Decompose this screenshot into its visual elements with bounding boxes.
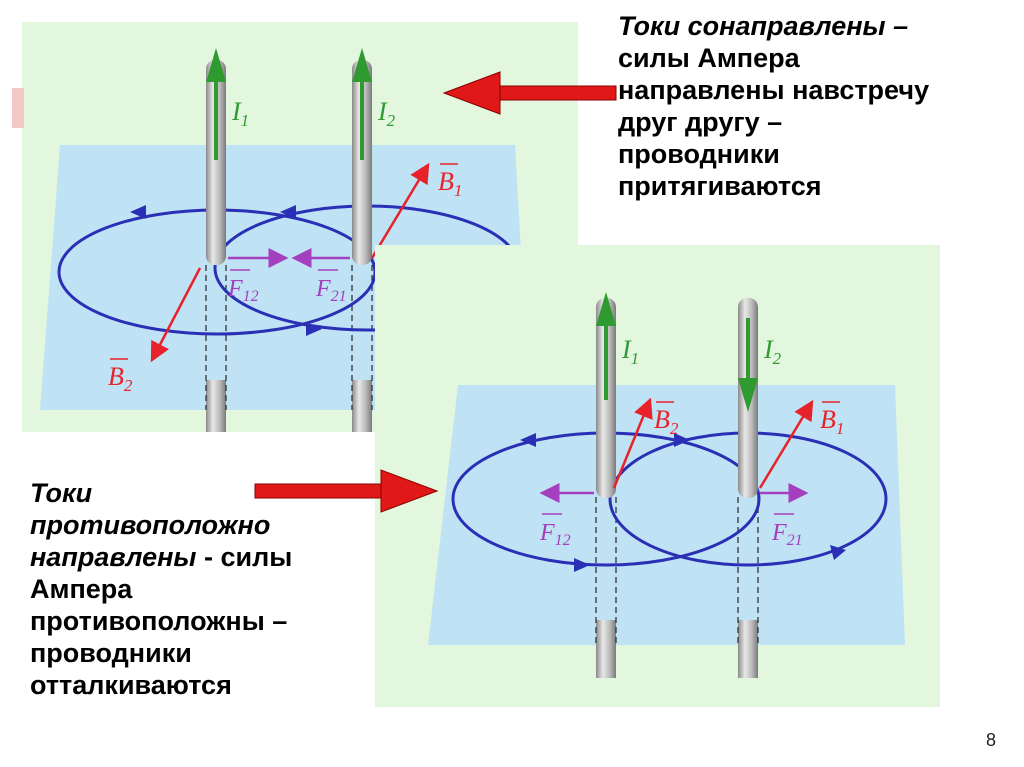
top-caption-line2: силы Ампера bbox=[618, 43, 800, 73]
top-b2-vector bbox=[150, 267, 202, 363]
bottom-label-i1: I1 bbox=[621, 335, 639, 368]
top-label-i2: I2 bbox=[377, 97, 396, 130]
top-b1-vector bbox=[370, 162, 430, 259]
bottom-dashed-lines bbox=[595, 497, 759, 645]
bottom-label-f12: F12 bbox=[539, 520, 571, 549]
bottom-loop-arrow-3 bbox=[674, 433, 690, 447]
bottom-caption-line5: противоположны – bbox=[30, 606, 288, 636]
top-current1-arrow bbox=[206, 48, 226, 82]
decor-strip bbox=[12, 88, 24, 128]
top-wire2 bbox=[352, 60, 372, 265]
top-caption-line5: проводники bbox=[618, 139, 780, 169]
bottom-b1-vector bbox=[758, 399, 814, 489]
bottom-caption-line7: отталкиваются bbox=[30, 670, 232, 700]
bottom-caption-line2: противоположно bbox=[30, 510, 271, 540]
bottom-plane bbox=[428, 385, 905, 645]
top-wire1 bbox=[206, 60, 226, 265]
bottom-caption: Токи противоположно направлены - силы Ам… bbox=[30, 477, 380, 701]
bottom-loop-arrow-2 bbox=[574, 558, 590, 572]
top-caption-line1: Токи сонаправлены – bbox=[618, 11, 909, 41]
top-caption-line4: друг другу – bbox=[618, 107, 783, 137]
bottom-wire2-lower bbox=[738, 620, 758, 678]
top-dashed-lines bbox=[205, 265, 373, 410]
top-label-f12: F12 bbox=[227, 276, 259, 305]
bottom-diagram: I1 I2 B2 B1 F12 F21 bbox=[375, 245, 940, 707]
top-loop-arrow-3 bbox=[280, 205, 296, 219]
bottom-current2-arrow bbox=[738, 378, 758, 412]
pointer-arrow-top bbox=[442, 71, 617, 115]
top-label-f21: F21 bbox=[315, 276, 347, 305]
pointer-arrow-bottom bbox=[254, 469, 439, 513]
top-current2-arrow bbox=[352, 48, 372, 82]
bottom-wire1-lower bbox=[596, 620, 616, 678]
top-wire1-lower bbox=[206, 380, 226, 432]
top-wire2-lower bbox=[352, 380, 372, 432]
bottom-loop-arrow-1 bbox=[520, 433, 536, 447]
top-loop-arrow-2 bbox=[306, 322, 322, 336]
bottom-caption-line4: Ампера bbox=[30, 574, 133, 604]
top-caption-line6: притягиваются bbox=[618, 171, 822, 201]
top-caption-line3: направлены навстречу bbox=[618, 75, 930, 105]
bottom-caption-line1: Токи bbox=[30, 478, 93, 508]
bottom-label-b2: B2 bbox=[654, 405, 679, 438]
bottom-label-b1: B1 bbox=[820, 405, 844, 438]
bottom-caption-line3-italic: направлены bbox=[30, 542, 197, 572]
bottom-b2-vector bbox=[612, 397, 653, 489]
top-caption: Токи сонаправлены – силы Ампера направле… bbox=[618, 10, 1018, 202]
bottom-caption-line3: направлены - силы bbox=[30, 541, 380, 573]
top-label-i1: I1 bbox=[231, 97, 249, 130]
top-label-b1: B1 bbox=[438, 167, 462, 200]
bottom-label-i2: I2 bbox=[763, 335, 782, 368]
bottom-loop-arrow-4 bbox=[830, 545, 846, 560]
bottom-caption-line6: проводники bbox=[30, 638, 192, 668]
bottom-current1-arrow bbox=[596, 292, 616, 326]
top-label-b2: B2 bbox=[108, 362, 133, 395]
top-loop-arrow-1 bbox=[130, 205, 146, 219]
page-number: 8 bbox=[985, 730, 996, 750]
bottom-label-f21: F21 bbox=[771, 520, 803, 549]
bottom-caption-line3-rest: - силы bbox=[196, 542, 293, 572]
